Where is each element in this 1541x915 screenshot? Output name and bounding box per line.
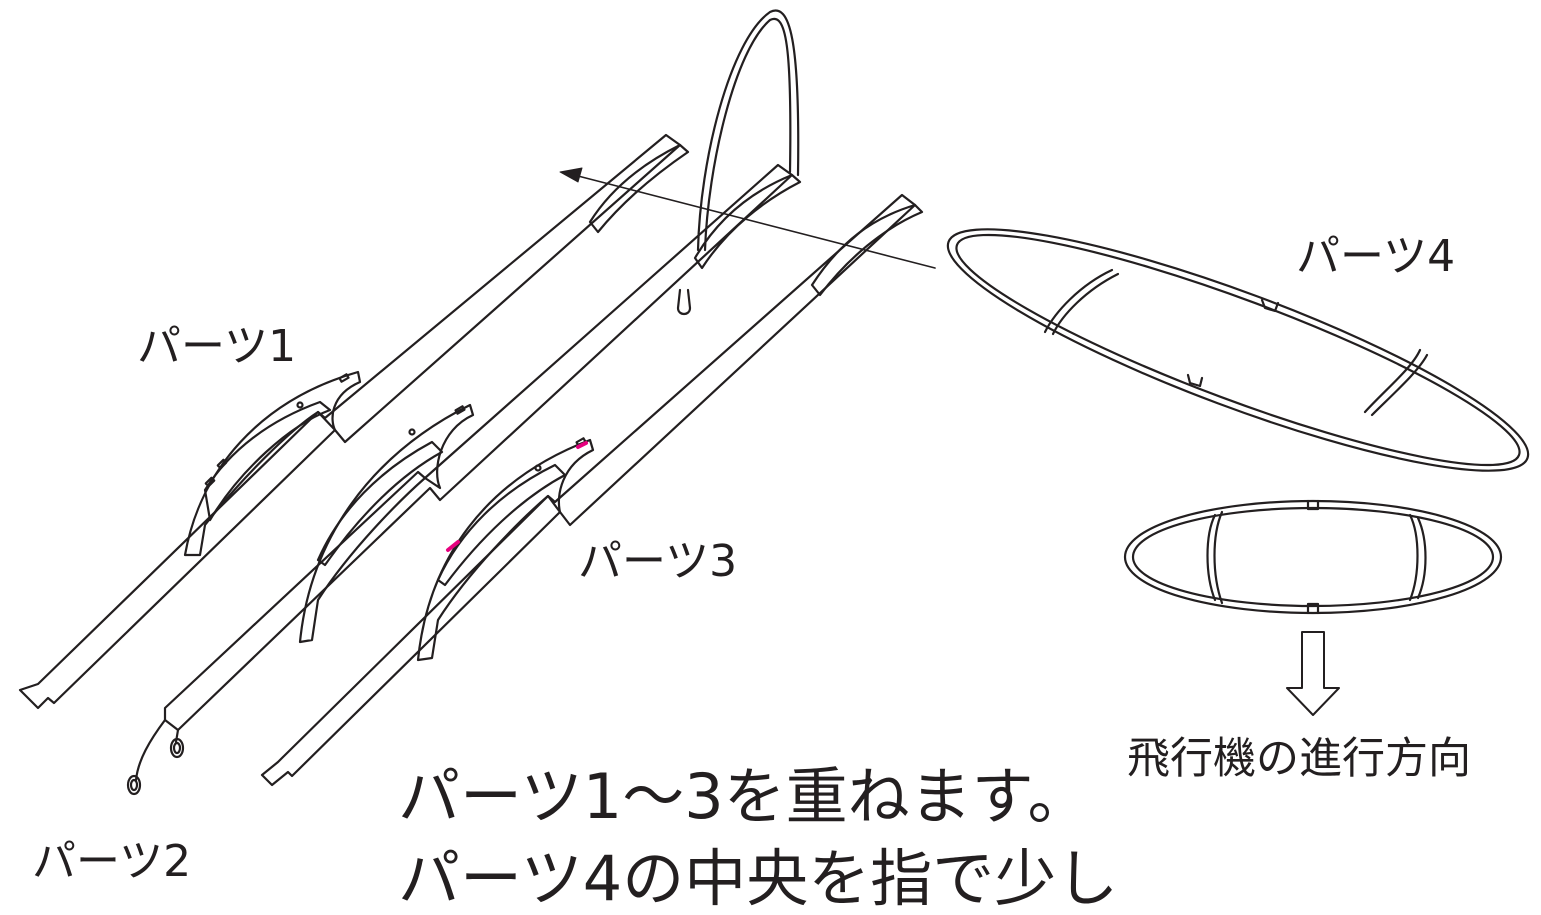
label-flight-direction: 飛行機の進行方向 xyxy=(1127,734,1471,784)
part2-shape xyxy=(126,9,802,796)
part1-shape xyxy=(18,133,690,710)
part4-shape xyxy=(946,228,1530,472)
instruction-line-2: パーツ4の中央を指で少し xyxy=(398,842,1119,915)
assembly-arrow xyxy=(559,167,936,269)
highlight-mark xyxy=(446,540,460,552)
label-part4: パーツ4 xyxy=(1296,231,1456,282)
label-part2: パーツ2 xyxy=(32,836,192,887)
instruction-line-1: パーツ1〜3を重ねます。 xyxy=(398,760,1090,833)
label-part1: パーツ1 xyxy=(137,321,297,372)
wing-front-view xyxy=(1123,499,1503,615)
highlight-mark xyxy=(576,441,588,449)
assembly-diagram xyxy=(18,9,1530,796)
label-part3: パーツ3 xyxy=(578,536,738,587)
part3-shape xyxy=(260,193,924,787)
direction-arrow-icon xyxy=(1286,631,1340,716)
